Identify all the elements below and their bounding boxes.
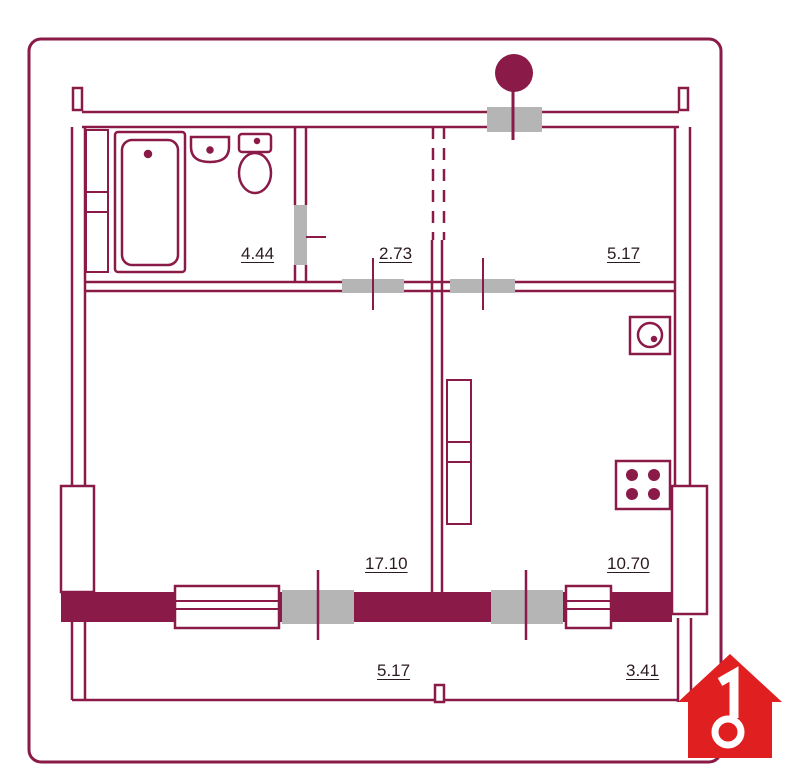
area-loggia: 3.41: [626, 661, 660, 680]
toilet-icon: [237, 132, 273, 195]
outer-frame: [27, 37, 723, 764]
washing-machine-icon: [628, 315, 672, 356]
area-hall: 5.17: [607, 244, 641, 263]
logo-key-icon: [678, 654, 782, 758]
stove-icon: [614, 459, 672, 511]
vertical-partition: [430, 240, 444, 592]
right-wall: [670, 127, 709, 702]
bathroom-storage: [85, 129, 109, 273]
top-wall: [71, 86, 690, 129]
kitchen-cabinets: [446, 379, 472, 525]
area-balcony: 5.17: [377, 661, 411, 680]
area-bathroom: 4.44: [241, 244, 275, 263]
balcony-wall: [61, 570, 672, 640]
area-living-room: 17.10: [365, 554, 408, 573]
entrance-marker-icon: [495, 54, 533, 140]
area-kitchen: 10.70: [607, 554, 650, 573]
bathroom-wall: [293, 127, 308, 282]
bathtub-icon: [113, 130, 187, 274]
area-corridor: 2.73: [379, 244, 413, 263]
balcony-outline: [72, 683, 678, 704]
bathroom-door: [294, 205, 307, 265]
dashed-partition: [431, 127, 446, 240]
sink-icon: [189, 135, 231, 164]
